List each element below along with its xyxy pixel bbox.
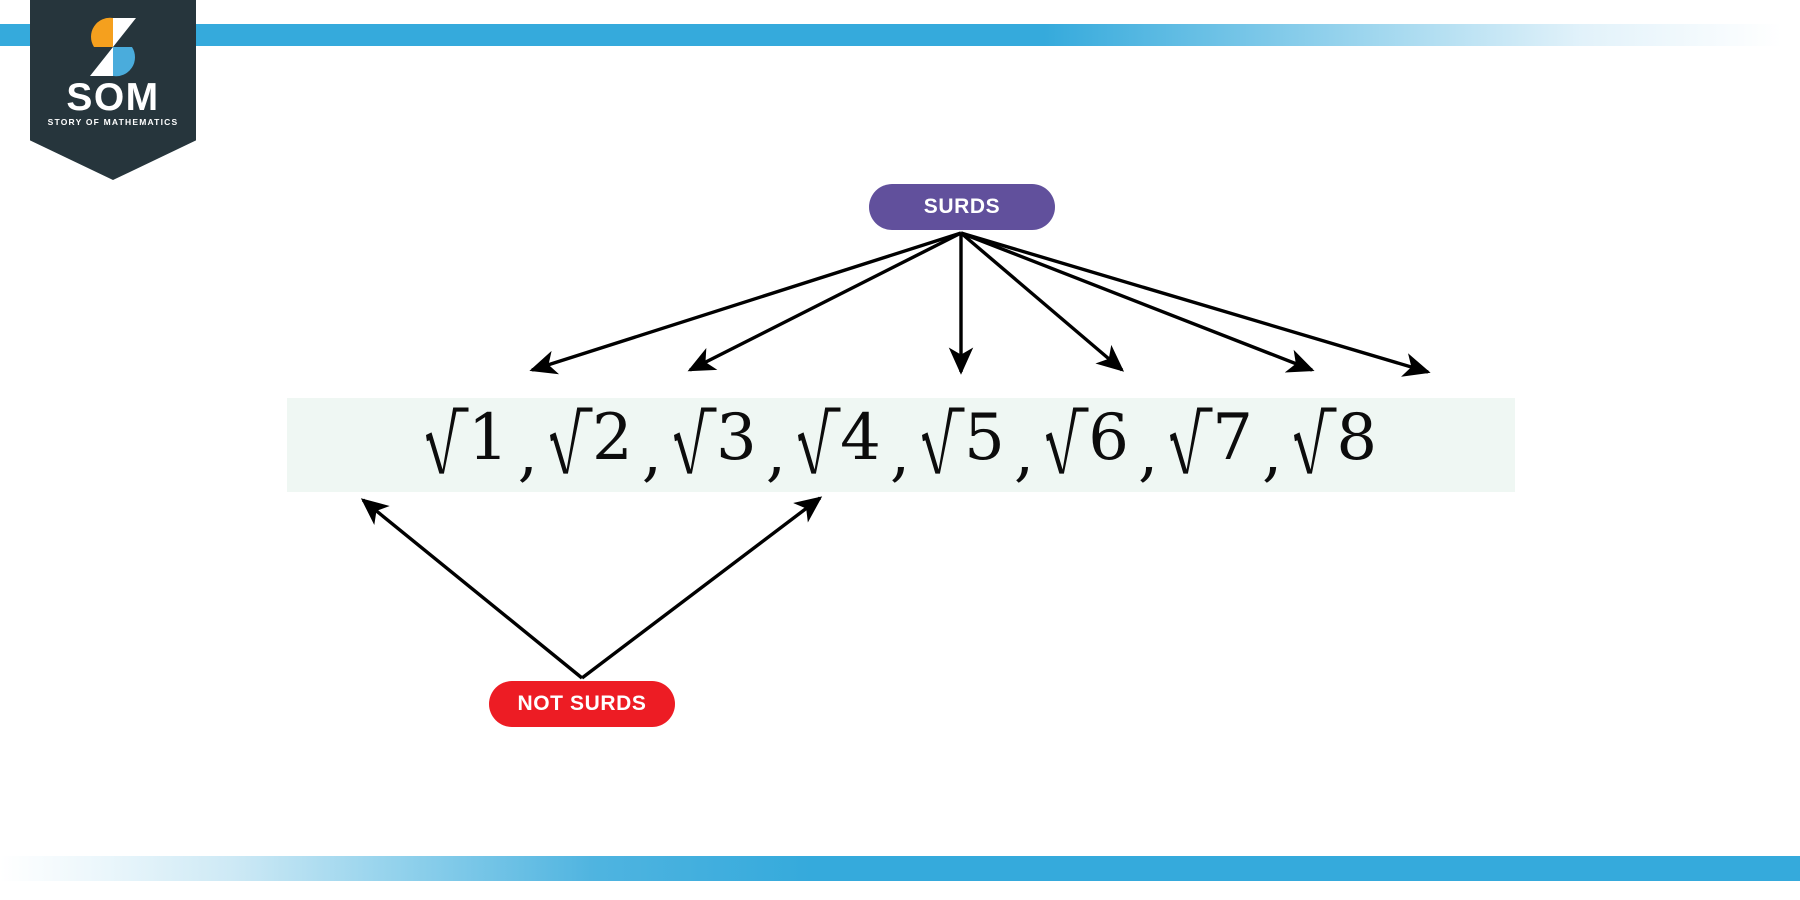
arrow-surds-to-3 [687, 231, 962, 372]
radicand-value: 5 [964, 400, 1005, 475]
node-surds-label: SURDS [923, 195, 1001, 218]
term-separator: , [641, 415, 663, 490]
radicand-value: 8 [1336, 400, 1378, 475]
som-logo-banner: SOM STORY OF MATHEMATICS [30, 0, 196, 180]
term-separator: , [765, 415, 787, 490]
expression-row: 1,2,3,4,5,6,7,8 [425, 402, 1377, 489]
surd-term-2: 2 [549, 402, 633, 474]
arrow-surds-to-7 [960, 231, 1315, 373]
surd-term-7: 7 [1169, 402, 1253, 474]
surd-term-8: 8 [1293, 402, 1377, 474]
surd-term-5: 5 [921, 402, 1005, 474]
arrow-not-surds-to-1 [360, 498, 584, 680]
radicand-value: 3 [716, 400, 757, 475]
som-tagline: STORY OF MATHEMATICS [47, 117, 179, 127]
radical-sign-icon [425, 402, 469, 474]
radical-sign-icon [1169, 402, 1213, 474]
top-accent-rule [0, 24, 1800, 46]
surd-term-4: 4 [797, 402, 881, 474]
radicand-value: 2 [591, 400, 633, 475]
radicand-value: 1 [467, 400, 509, 475]
bottom-accent-rule [0, 856, 1800, 881]
node-surds[interactable]: SURDS [869, 184, 1055, 230]
term-separator: , [889, 415, 911, 490]
node-not-surds-label: NOT SURDS [517, 692, 647, 715]
arrow-surds-to-2 [529, 231, 962, 375]
term-separator: , [1262, 415, 1283, 490]
arrow-surds-to-6 [959, 231, 1125, 372]
term-separator: , [517, 415, 538, 490]
surd-term-3: 3 [673, 402, 757, 474]
radicand-value: 4 [840, 400, 881, 475]
radical-sign-icon [1293, 402, 1337, 474]
radicand-value: 7 [1212, 400, 1254, 475]
arrow-not-surds-to-4 [580, 496, 823, 680]
node-not-surds[interactable]: NOT SURDS [489, 681, 675, 727]
radicand-value: 6 [1088, 400, 1129, 475]
radical-sign-icon [797, 402, 841, 474]
som-wordmark: SOM [66, 76, 160, 119]
radical-sign-icon [1045, 402, 1089, 474]
surd-term-1: 1 [425, 402, 509, 474]
arrow-surds-to-8 [960, 231, 1431, 377]
expression-band: 1,2,3,4,5,6,7,8 [287, 398, 1515, 492]
term-separator: , [1013, 415, 1035, 490]
radical-sign-icon [673, 402, 717, 474]
radical-sign-icon [921, 402, 965, 474]
radical-sign-icon [549, 402, 593, 474]
surd-term-6: 6 [1045, 402, 1129, 474]
som-logo-mark-icon [82, 16, 144, 78]
term-separator: , [1137, 415, 1159, 490]
